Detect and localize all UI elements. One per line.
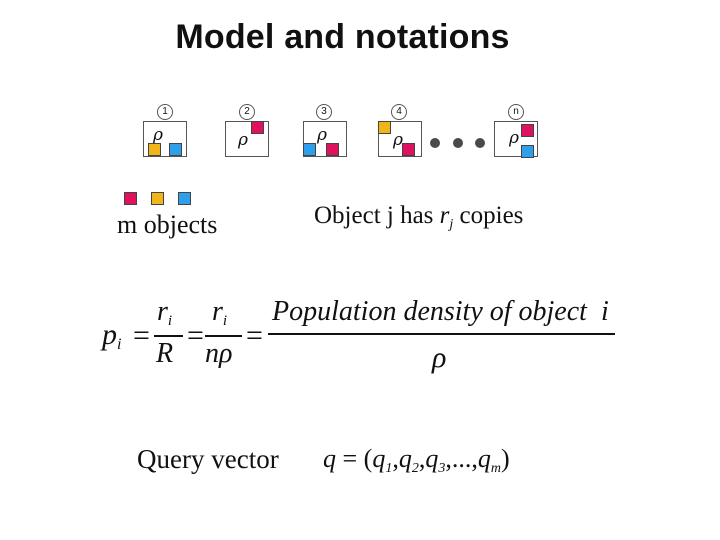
q-letter: q	[425, 444, 439, 473]
comma: ,	[445, 444, 452, 473]
fraction-bar	[205, 335, 242, 337]
q-subscript: 2	[411, 461, 419, 476]
red-object-square	[326, 143, 339, 156]
copies-label-prefix: Object j has	[314, 202, 434, 229]
q-symbol: q	[323, 444, 336, 473]
equals-sign: =	[246, 319, 263, 352]
copies-label: Object j has rj copies	[314, 202, 523, 233]
rho-label: ρ	[153, 125, 163, 145]
p-symbol: pi	[102, 318, 121, 354]
fraction-bar	[154, 335, 183, 337]
open-paren: (	[363, 444, 373, 473]
red-object-square	[251, 121, 264, 134]
r-subscript: i	[222, 313, 228, 329]
comma: ,	[418, 444, 426, 473]
rho-label: ρ	[509, 128, 519, 148]
red-object-square	[521, 124, 534, 137]
blue-object-square	[303, 143, 316, 156]
yellow-object-square	[378, 121, 391, 134]
q-letter: q	[398, 444, 412, 473]
p-letter: p	[102, 318, 117, 351]
blue-object-square	[521, 145, 534, 158]
node-number-badge: n	[508, 104, 524, 120]
blue-object-square	[169, 143, 182, 156]
node-number-badge: 2	[239, 104, 255, 120]
equals-sign: =	[187, 319, 204, 352]
r-subscript: i	[167, 313, 173, 329]
copies-symbol-j: j	[449, 217, 454, 232]
yellow-object-square	[148, 143, 161, 156]
node-number-badge: 1	[157, 104, 173, 120]
red-object-square	[124, 192, 137, 205]
q-subscript: m	[490, 461, 501, 476]
ellipsis: ...,	[451, 444, 478, 473]
query-vector-label: Query vector	[137, 444, 279, 474]
denominator-R: R	[156, 338, 174, 369]
equals-sign: =	[133, 319, 150, 352]
ellipsis-dot	[453, 138, 463, 148]
denominator-rho: ρ	[432, 341, 447, 374]
equals-sign: =	[342, 444, 358, 473]
q-letter: q	[477, 444, 491, 473]
numerator-population-density: Population density of object i	[272, 296, 609, 327]
r-letter: r	[212, 296, 223, 327]
rho-label: ρ	[238, 130, 248, 150]
ellipsis-dot	[475, 138, 485, 148]
q-subscript: 3	[438, 461, 446, 476]
rho-label: ρ	[393, 130, 403, 150]
p-subscript: i	[117, 336, 122, 353]
yellow-object-square	[151, 192, 164, 205]
q-letter: q	[372, 444, 386, 473]
node-number-badge: 4	[391, 104, 407, 120]
node-number-badge: 3	[316, 104, 332, 120]
ellipsis-dot	[430, 138, 440, 148]
numerator-r: ri	[212, 296, 227, 330]
r-letter: r	[157, 296, 168, 327]
blue-object-square	[178, 192, 191, 205]
copies-label-suffix: copies	[459, 202, 524, 229]
comma: ,	[392, 444, 399, 473]
copies-symbol-r: r	[439, 202, 450, 229]
q-subscript: 1	[385, 461, 393, 476]
rho-label: ρ	[317, 125, 327, 145]
objects-label: m objects	[117, 210, 218, 239]
red-object-square	[402, 143, 415, 156]
fraction-bar	[268, 333, 615, 335]
close-paren: )	[500, 444, 510, 473]
query-vector-expression: q = (q1,q2,q3,...,qm)	[323, 444, 510, 477]
denominator-n-rho: nρ	[205, 338, 233, 369]
page-title: Model and notations	[175, 18, 510, 56]
numerator-r: ri	[157, 296, 172, 330]
